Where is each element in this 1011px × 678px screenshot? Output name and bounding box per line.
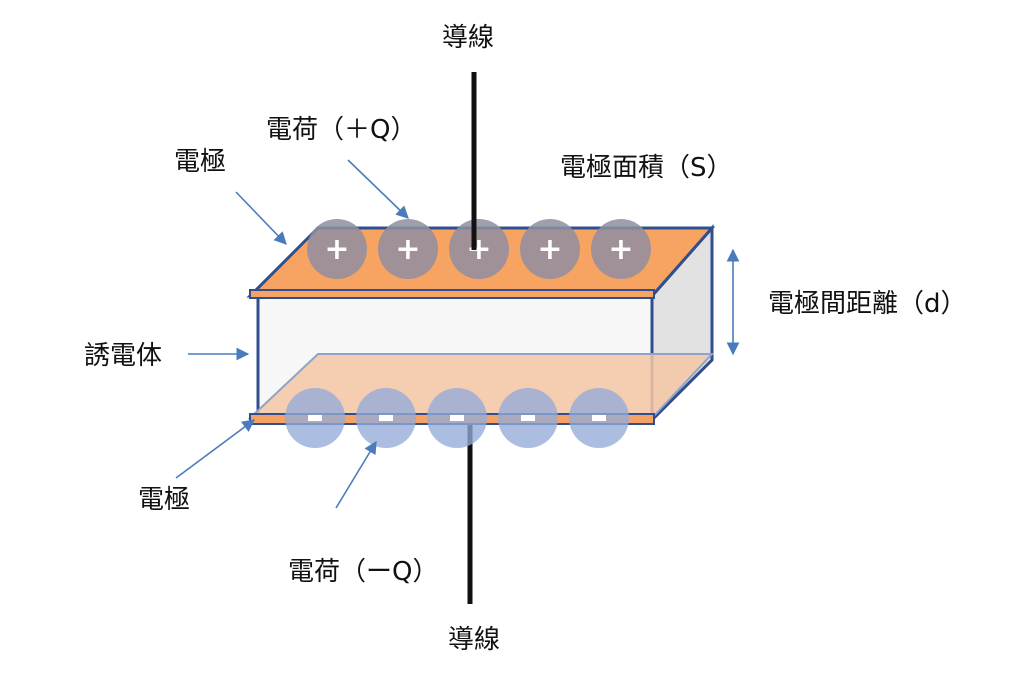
label-dielectric: 誘電体 bbox=[84, 341, 162, 371]
label-electrode-area: 電極面積（S） bbox=[560, 153, 733, 183]
positive-charge-circle bbox=[520, 219, 580, 279]
positive-charge-circle bbox=[307, 219, 367, 279]
positive-charge-symbol: + bbox=[537, 232, 562, 267]
label-electrode-top: 電極 bbox=[174, 147, 226, 177]
label-wire-top: 導線 bbox=[442, 23, 494, 53]
positive-charge: + bbox=[449, 219, 509, 279]
label-charge-negative: 電荷（ーQ） bbox=[288, 557, 438, 587]
arrow-charge-positive bbox=[347, 159, 409, 219]
negative-charge bbox=[498, 388, 558, 448]
positive-charge: + bbox=[591, 219, 651, 279]
arrow-charge-negative bbox=[335, 440, 377, 509]
positive-charge-circle bbox=[378, 219, 438, 279]
positive-charge-symbol: + bbox=[324, 232, 349, 267]
label-charge-positive: 電荷（＋Q） bbox=[266, 115, 416, 145]
negative-charge-symbol bbox=[592, 415, 606, 421]
top-electrode-edge bbox=[249, 289, 655, 299]
arrow-electrode-top bbox=[235, 191, 287, 245]
label-electrode-distance: 電極間距離（d） bbox=[768, 289, 967, 319]
negative-charge-symbol bbox=[379, 415, 393, 421]
positive-charge: + bbox=[307, 219, 367, 279]
negative-charge bbox=[569, 388, 629, 448]
negative-charge-symbol bbox=[450, 415, 464, 421]
negative-charge bbox=[356, 388, 416, 448]
positive-charge-symbol: + bbox=[395, 232, 420, 267]
label-electrode-bottom: 電極 bbox=[138, 485, 190, 515]
arrow-electrode-bottom bbox=[175, 419, 256, 479]
negative-charges bbox=[285, 388, 629, 448]
positive-charge-circle bbox=[591, 219, 651, 279]
label-wire-bottom: 導線 bbox=[448, 625, 500, 655]
positive-charge-symbol: + bbox=[466, 232, 491, 267]
positive-charges: + + + + + bbox=[307, 219, 651, 279]
positive-charge: + bbox=[520, 219, 580, 279]
negative-charge bbox=[285, 388, 345, 448]
negative-charge-symbol bbox=[308, 415, 322, 421]
positive-charge: + bbox=[378, 219, 438, 279]
positive-charge-symbol: + bbox=[608, 232, 633, 267]
negative-charge-symbol bbox=[521, 415, 535, 421]
positive-charge-circle bbox=[449, 219, 509, 279]
negative-charge bbox=[427, 388, 487, 448]
